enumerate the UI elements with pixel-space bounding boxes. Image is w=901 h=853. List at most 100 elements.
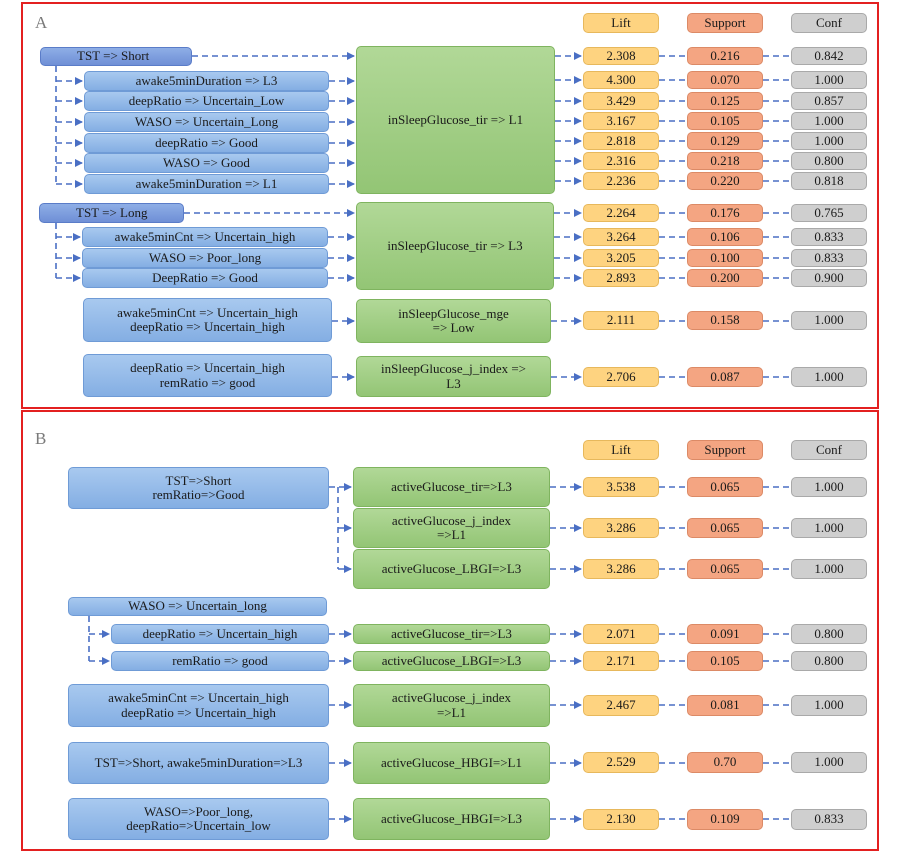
a-g2-conf-4: 0.900 <box>791 269 867 287</box>
a-g2-lift-2: 3.264 <box>583 228 659 246</box>
b-support-header: Support <box>687 440 763 460</box>
b-g2-conf-1: 0.800 <box>791 624 867 644</box>
b-g2-target-rule-2: activeGlucose_LBGI=>L3 <box>353 651 550 671</box>
a-g2-parent-rule: TST => Long <box>39 203 184 223</box>
b-r5-lift: 2.130 <box>583 809 659 830</box>
a-support-header: Support <box>687 13 763 33</box>
a-g1-support-3: 0.125 <box>687 92 763 110</box>
a-r3-target-rule: inSleepGlucose_mge => Low <box>356 299 551 343</box>
a-g1-conf-2: 1.000 <box>791 71 867 89</box>
a-g2-child-rule-2: WASO => Poor_long <box>82 248 328 268</box>
a-g1-conf-6: 0.800 <box>791 152 867 170</box>
a-g1-child-rule-1: awake5minDuration => L3 <box>84 71 329 91</box>
a-g1-conf-7: 0.818 <box>791 172 867 190</box>
b-r3-target-rule: activeGlucose_j_index =>L1 <box>353 684 550 727</box>
b-r3-antecedent-rule: awake5minCnt => Uncertain_high deepRatio… <box>68 684 329 727</box>
a-g1-support-4: 0.105 <box>687 112 763 130</box>
b-r4-target-rule: activeGlucose_HBGI=>L1 <box>353 742 550 784</box>
b-r5-target-rule: activeGlucose_HBGI=>L3 <box>353 798 550 840</box>
a-r4-conf: 1.000 <box>791 367 867 387</box>
b-g2-parent-rule: WASO => Uncertain_long <box>68 597 327 616</box>
panel-a-label: A <box>35 13 48 32</box>
a-g1-support-7: 0.220 <box>687 172 763 190</box>
b-g1-target-rule-2: activeGlucose_j_index =>L1 <box>353 508 550 548</box>
b-r4-conf: 1.000 <box>791 752 867 773</box>
a-g1-support-5: 0.129 <box>687 132 763 150</box>
a-g1-target-rule: inSleepGlucose_tir => L1 <box>356 46 555 194</box>
a-g1-lift-6: 2.316 <box>583 152 659 170</box>
a-r4-support: 0.087 <box>687 367 763 387</box>
b-g1-support-2: 0.065 <box>687 518 763 538</box>
panel-b-label: B <box>35 429 47 448</box>
a-g2-conf-1: 0.765 <box>791 204 867 222</box>
b-lift-header: Lift <box>583 440 659 460</box>
b-r5-antecedent-rule: WASO=>Poor_long, deepRatio=>Uncertain_lo… <box>68 798 329 840</box>
a-r3-lift: 2.111 <box>583 311 659 330</box>
panel-b: B <box>21 410 879 851</box>
b-g2-child-rule-1: deepRatio => Uncertain_high <box>111 624 329 644</box>
a-g1-support-6: 0.218 <box>687 152 763 170</box>
b-r3-support: 0.081 <box>687 695 763 716</box>
b-g1-lift-3: 3.286 <box>583 559 659 579</box>
a-g1-parent-rule: TST => Short <box>40 47 192 66</box>
b-g1-conf-1: 1.000 <box>791 477 867 497</box>
a-g1-lift-1: 2.308 <box>583 47 659 65</box>
a-g2-target-rule: inSleepGlucose_tir => L3 <box>356 202 554 290</box>
a-g1-support-1: 0.216 <box>687 47 763 65</box>
a-g1-child-rule-2: deepRatio => Uncertain_Low <box>84 91 329 111</box>
a-g1-conf-5: 1.000 <box>791 132 867 150</box>
a-g2-support-1: 0.176 <box>687 204 763 222</box>
b-g2-lift-2: 2.171 <box>583 651 659 671</box>
b-g2-support-1: 0.091 <box>687 624 763 644</box>
a-g2-conf-3: 0.833 <box>791 249 867 267</box>
a-g2-support-3: 0.100 <box>687 249 763 267</box>
b-g2-conf-2: 0.800 <box>791 651 867 671</box>
a-g2-conf-2: 0.833 <box>791 228 867 246</box>
a-r3-conf: 1.000 <box>791 311 867 330</box>
a-g1-conf-4: 1.000 <box>791 112 867 130</box>
a-conf-header: Conf <box>791 13 867 33</box>
b-g1-target-rule-3: activeGlucose_LBGI=>L3 <box>353 549 550 589</box>
b-g2-lift-1: 2.071 <box>583 624 659 644</box>
b-r5-support: 0.109 <box>687 809 763 830</box>
a-g1-lift-3: 3.429 <box>583 92 659 110</box>
a-lift-header: Lift <box>583 13 659 33</box>
b-g2-target-rule-1: activeGlucose_tir=>L3 <box>353 624 550 644</box>
a-r4-lift: 2.706 <box>583 367 659 387</box>
a-g1-child-rule-6: awake5minDuration => L1 <box>84 174 329 194</box>
a-g1-child-rule-4: deepRatio => Good <box>84 133 329 153</box>
b-g1-conf-3: 1.000 <box>791 559 867 579</box>
a-g1-support-2: 0.070 <box>687 71 763 89</box>
panel-a: A <box>21 2 879 409</box>
b-g2-child-rule-2: remRatio => good <box>111 651 329 671</box>
b-g1-antecedent-rule: TST=>Short remRatio=>Good <box>68 467 329 509</box>
b-r4-antecedent-rule: TST=>Short, awake5minDuration=>L3 <box>68 742 329 784</box>
b-r3-conf: 1.000 <box>791 695 867 716</box>
a-g2-child-rule-1: awake5minCnt => Uncertain_high <box>82 227 328 247</box>
a-g2-support-2: 0.106 <box>687 228 763 246</box>
b-r5-conf: 0.833 <box>791 809 867 830</box>
a-r3-antecedent-rule: awake5minCnt => Uncertain_high deepRatio… <box>83 298 332 342</box>
b-r4-support: 0.70 <box>687 752 763 773</box>
a-g2-support-4: 0.200 <box>687 269 763 287</box>
a-g2-lift-1: 2.264 <box>583 204 659 222</box>
b-g1-target-rule-1: activeGlucose_tir=>L3 <box>353 467 550 507</box>
a-g1-conf-3: 0.857 <box>791 92 867 110</box>
a-g1-child-rule-3: WASO => Uncertain_Long <box>84 112 329 132</box>
a-r3-support: 0.158 <box>687 311 763 330</box>
b-g1-lift-1: 3.538 <box>583 477 659 497</box>
a-g1-conf-1: 0.842 <box>791 47 867 65</box>
b-r4-lift: 2.529 <box>583 752 659 773</box>
a-g1-lift-2: 4.300 <box>583 71 659 89</box>
a-g1-lift-5: 2.818 <box>583 132 659 150</box>
b-g1-lift-2: 3.286 <box>583 518 659 538</box>
a-g1-lift-7: 2.236 <box>583 172 659 190</box>
a-g2-lift-4: 2.893 <box>583 269 659 287</box>
a-g2-child-rule-3: DeepRatio => Good <box>82 268 328 288</box>
a-g1-lift-4: 3.167 <box>583 112 659 130</box>
a-g2-lift-3: 3.205 <box>583 249 659 267</box>
a-r4-antecedent-rule: deepRatio => Uncertain_high remRatio => … <box>83 354 332 397</box>
b-g1-conf-2: 1.000 <box>791 518 867 538</box>
b-g1-support-3: 0.065 <box>687 559 763 579</box>
b-g2-support-2: 0.105 <box>687 651 763 671</box>
